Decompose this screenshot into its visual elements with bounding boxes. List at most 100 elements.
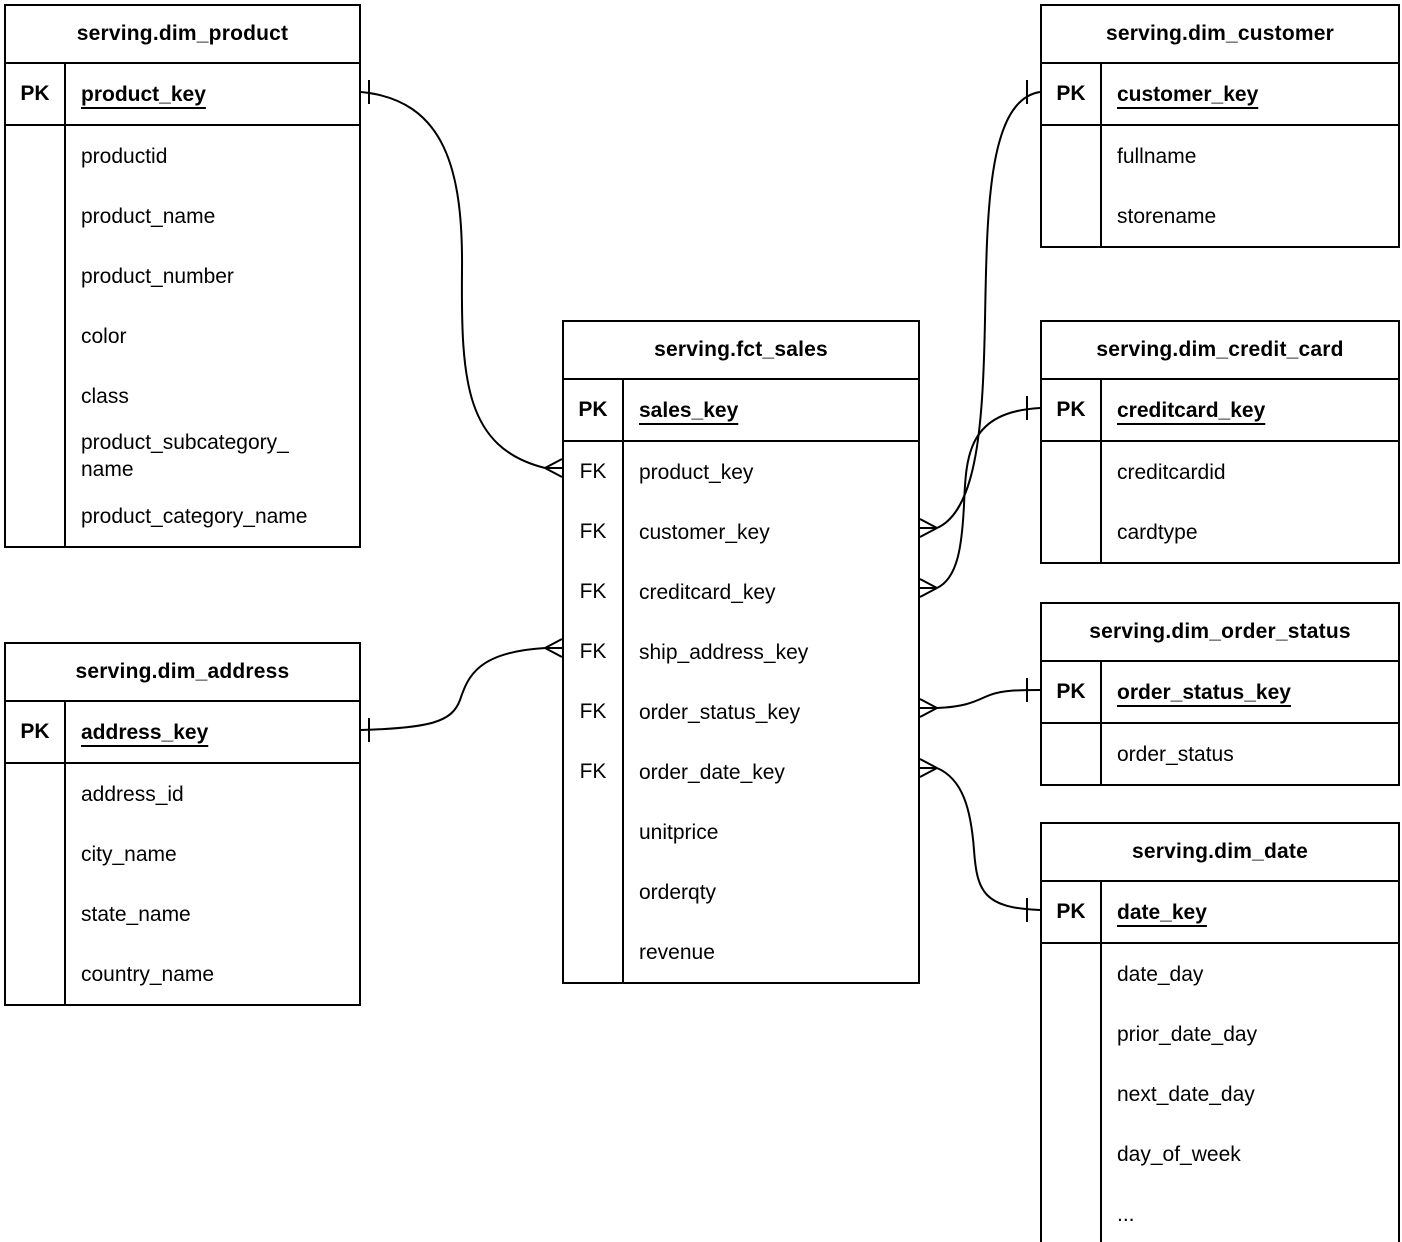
table-row: next_date_day [1042,1064,1398,1124]
relationship-order-status-line [936,689,1041,709]
fk-badge: FK [564,442,624,502]
table-title: serving.dim_credit_card [1042,322,1398,380]
field-name: customer_key [639,520,770,544]
key-badge [6,186,66,246]
many-cardinality-icon [544,638,563,658]
fk-badge: FK [564,502,624,562]
fk-badge: FK [564,742,624,802]
table-row-pk: PK address_key [6,702,359,764]
table-row: day_of_week [1042,1124,1398,1184]
table-row: creditcardid [1042,442,1398,502]
relationship-date-line [936,767,1041,911]
key-badge [6,884,66,944]
key-badge [6,824,66,884]
field-name: creditcardid [1117,460,1226,484]
table-row: cardtype [1042,502,1398,562]
field-name: day_of_week [1117,1142,1241,1166]
field-name: address_id [81,782,184,806]
table-row: city_name [6,824,359,884]
table-row-pk: PK order_status_key [1042,662,1398,724]
key-badge [564,922,624,982]
pk-badge: PK [564,380,624,440]
key-badge [6,426,66,486]
field-name: prior_date_day [1117,1022,1258,1046]
many-cardinality-icon [544,458,563,478]
field-name: fullname [1117,144,1197,168]
key-badge [1042,186,1102,246]
table-row: FK creditcard_key [564,562,918,622]
many-cardinality-icon [919,758,938,778]
field-name: cardtype [1117,520,1198,544]
relationship-creditcard-line [936,407,1041,589]
key-badge [6,366,66,426]
field-name: date_day [1117,962,1204,986]
table-row-pk: PK product_key [6,64,359,126]
field-name: next_date_day [1117,1082,1255,1106]
field-name: class [81,384,129,408]
field-name: product_subcategory_ name [81,431,289,481]
field-name: orderqty [639,880,717,904]
field-name: unitprice [639,820,719,844]
table-row: product_category_name [6,486,359,546]
field-name: creditcard_key [639,580,776,604]
table-row: class [6,366,359,426]
table-dim-product: serving.dim_product PK product_key produ… [4,4,361,548]
key-badge [6,944,66,1004]
field-name: product_name [81,204,216,228]
table-row: product_subcategory_ name [6,426,359,486]
table-dim-address: serving.dim_address PK address_key addre… [4,642,361,1006]
field-name: order_status_key [639,700,801,724]
relationship-customer [919,80,1041,538]
key-badge [1042,502,1102,562]
table-title: serving.dim_date [1042,824,1398,882]
table-dim-credit-card: serving.dim_credit_card PK creditcard_ke… [1040,320,1400,564]
key-badge [6,246,66,306]
relationship-order-status [919,678,1041,718]
many-cardinality-icon [919,698,938,718]
key-badge [1042,1184,1102,1242]
table-row: productid [6,126,359,186]
pk-badge: PK [1042,882,1102,942]
table-row: order_status [1042,724,1398,784]
pk-field: address_key [81,720,209,744]
field-name: storename [1117,204,1217,228]
table-title: serving.dim_order_status [1042,604,1398,662]
fk-badge: FK [564,562,624,622]
key-badge [1042,442,1102,502]
pk-field: sales_key [639,398,739,422]
field-name: revenue [639,940,715,964]
table-row: date_day [1042,944,1398,1004]
table-row: prior_date_day [1042,1004,1398,1064]
pk-field: product_key [81,82,206,106]
table-title: serving.dim_address [6,644,359,702]
field-name: color [81,324,127,348]
pk-badge: PK [6,702,66,762]
table-dim-date: serving.dim_date PK date_key date_day pr… [1040,822,1400,1242]
field-name: ... [1117,1202,1135,1226]
relationship-address-line [360,647,546,731]
key-badge [6,764,66,824]
table-title: serving.dim_product [6,6,359,64]
field-name: order_date_key [639,760,785,784]
relationship-customer-line [936,91,1041,529]
key-badge [564,862,624,922]
field-name: order_status [1117,742,1234,766]
table-row-pk: PK customer_key [1042,64,1398,126]
table-row: address_id [6,764,359,824]
table-row: unitprice [564,802,918,862]
relationship-product-line [360,91,546,469]
key-badge [564,802,624,862]
table-row-pk: PK sales_key [564,380,918,442]
field-name: product_category_name [81,504,308,528]
many-cardinality-icon [919,578,938,598]
pk-badge: PK [1042,662,1102,722]
pk-field: date_key [1117,900,1207,924]
field-name: city_name [81,842,177,866]
table-row: color [6,306,359,366]
many-cardinality-icon [919,518,938,538]
field-name: productid [81,144,168,168]
relationship-creditcard [919,396,1041,598]
